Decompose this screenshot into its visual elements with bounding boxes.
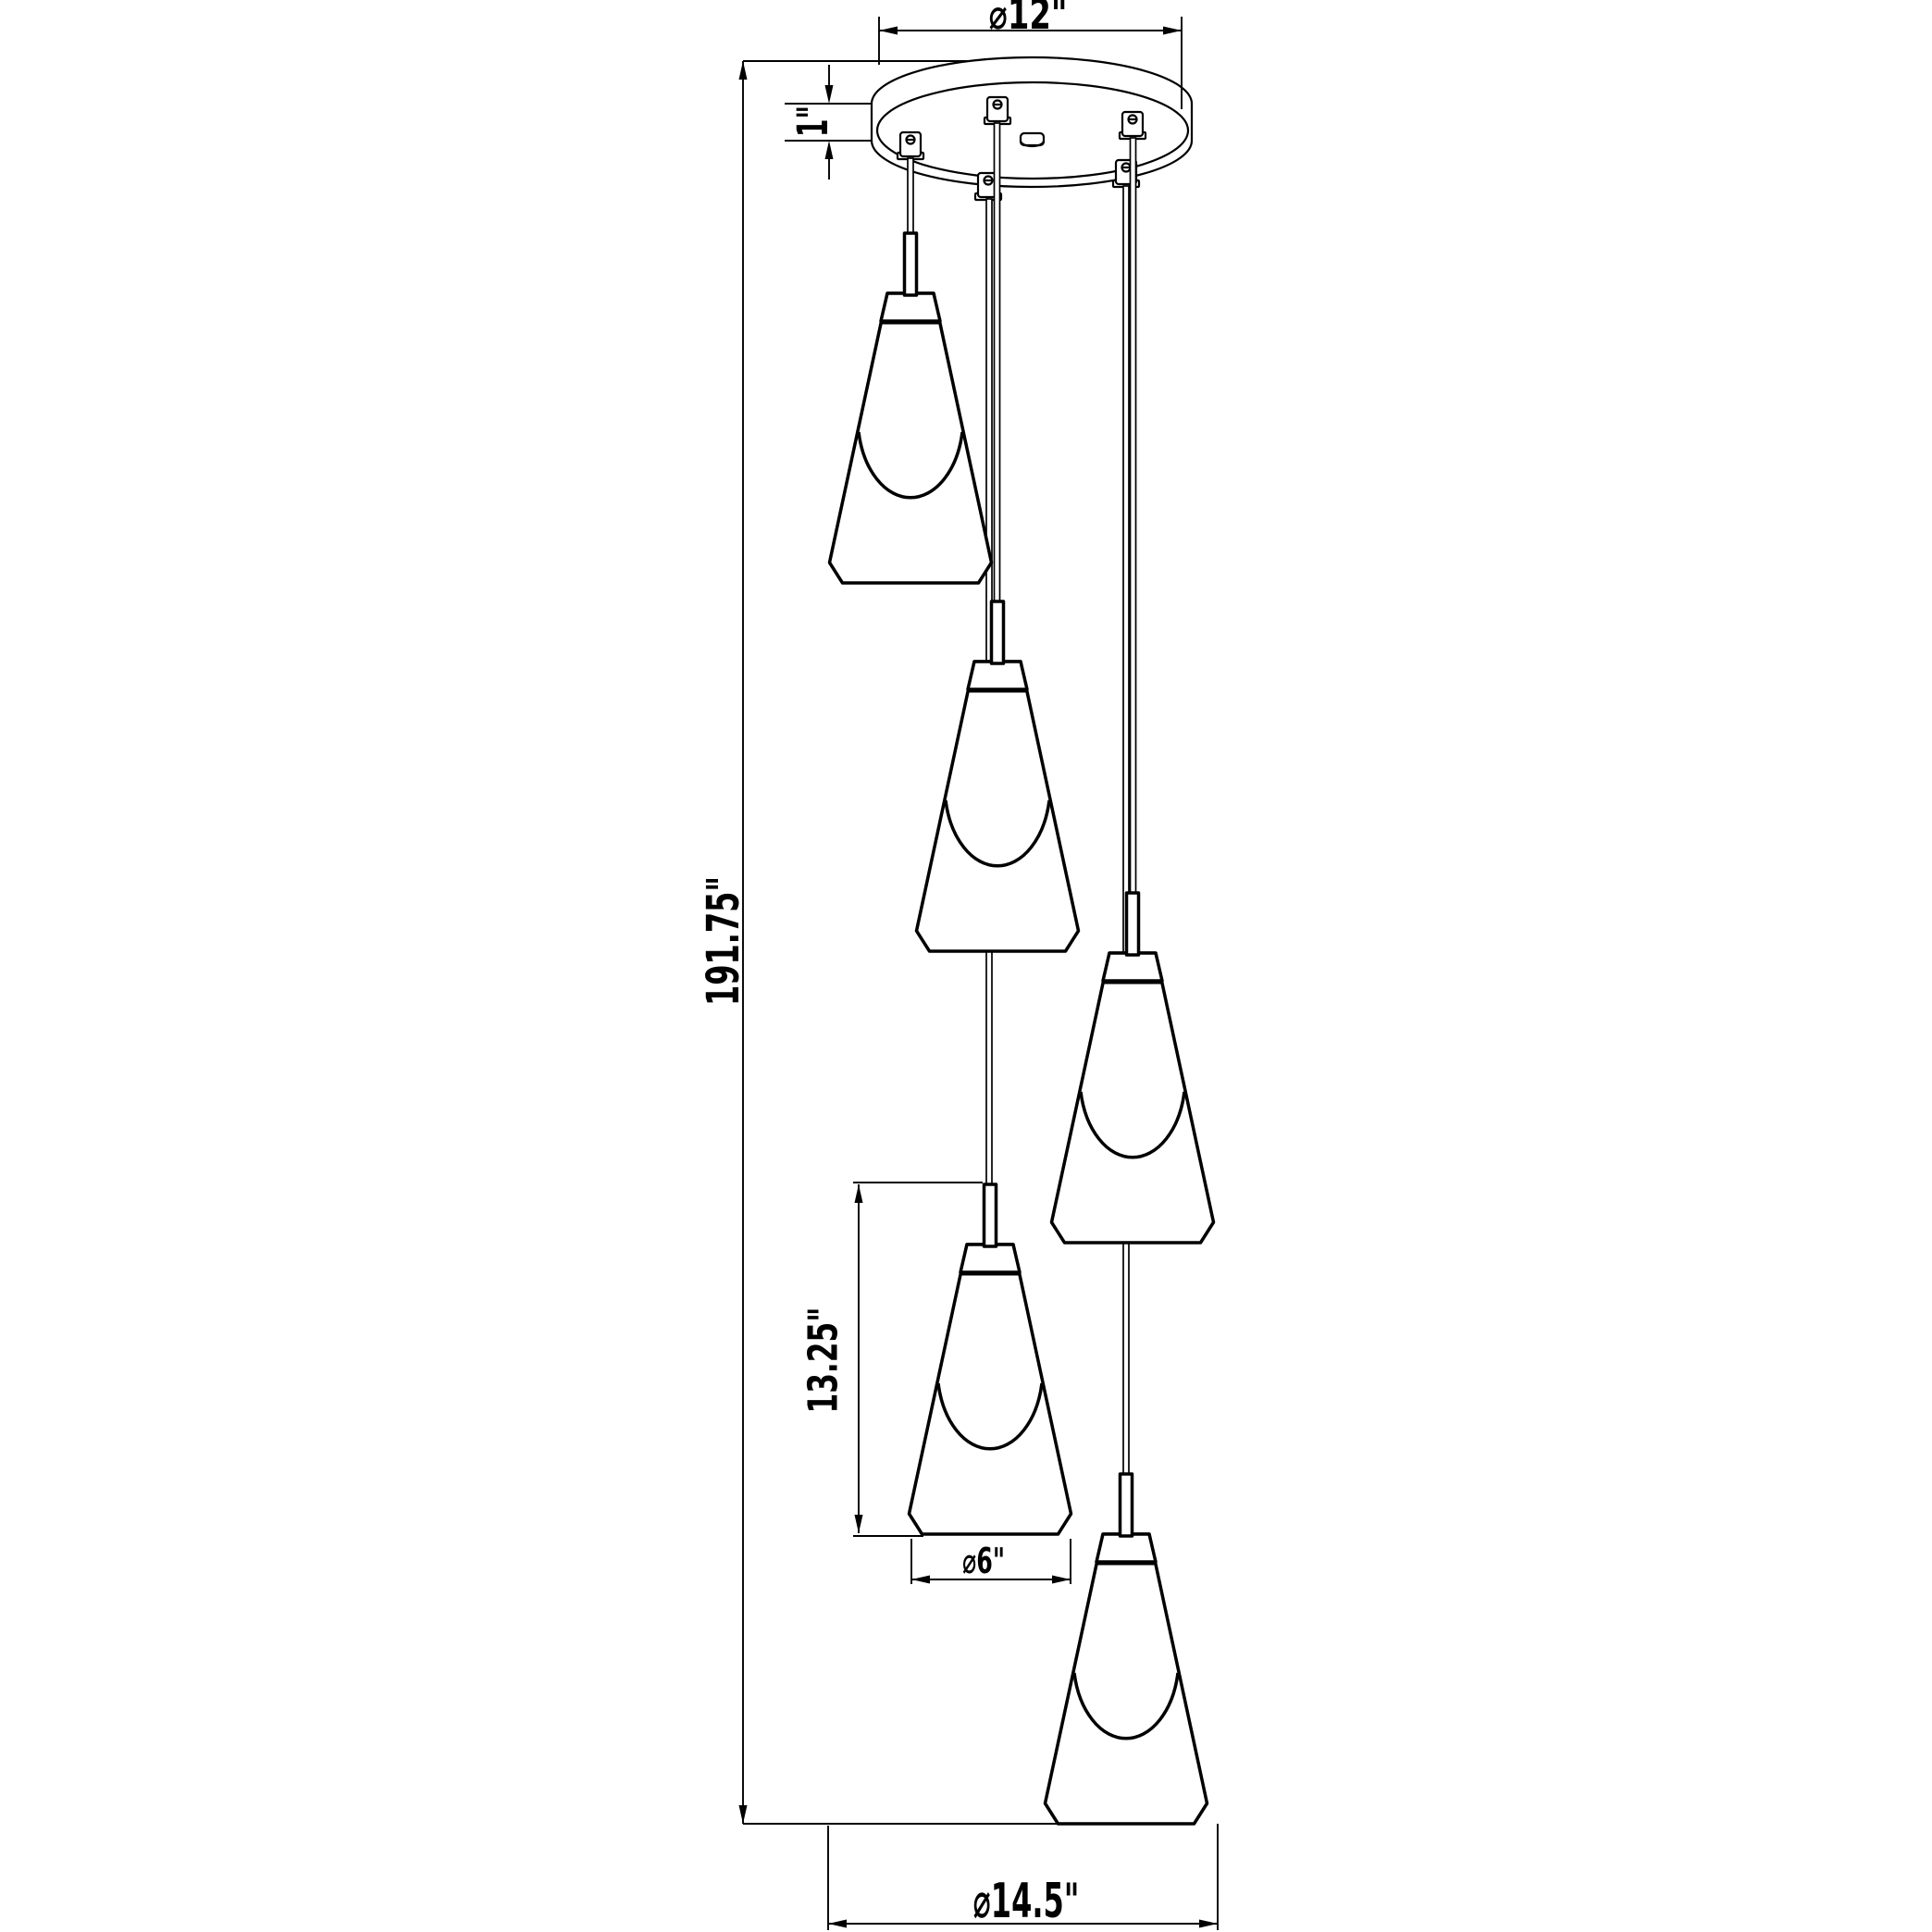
pendant-3 bbox=[1052, 893, 1214, 1243]
dimension-canopy-thickness: 1" bbox=[785, 65, 873, 180]
arrow-right-icon bbox=[1199, 1919, 1218, 1928]
overall-height-label: 191.75" bbox=[698, 876, 749, 1006]
canopy-outer-rim bbox=[870, 56, 1194, 189]
arrow-down-icon bbox=[824, 85, 834, 104]
canopy-diameter-label: ⌀12" bbox=[989, 0, 1068, 39]
arrow-up-icon bbox=[738, 61, 748, 80]
canopy-top-face bbox=[875, 80, 1190, 180]
cord-2 bbox=[993, 122, 1001, 606]
arrow-left-icon bbox=[879, 26, 898, 35]
arrow-left-icon bbox=[911, 1575, 930, 1584]
dimension-pendant-height: 13.25" bbox=[799, 1182, 983, 1537]
pendant-1 bbox=[830, 233, 992, 583]
arrow-up-icon bbox=[824, 141, 834, 159]
nipple-body bbox=[1019, 131, 1046, 147]
arrow-left-icon bbox=[828, 1919, 847, 1928]
pendant-5 bbox=[1046, 1474, 1208, 1824]
cord-5 bbox=[1122, 185, 1130, 1479]
nipple-bottom-arc bbox=[1019, 140, 1046, 148]
overall-spread-label: ⌀14.5" bbox=[973, 1874, 1080, 1929]
pendant-2 bbox=[917, 601, 1079, 951]
cord-grip-1 bbox=[896, 130, 925, 161]
dimension-overall-spread: ⌀14.5" bbox=[827, 1824, 1219, 1930]
dimension-overall-height: 191.75" bbox=[698, 60, 1059, 1825]
dimension-shade-diameter: ⌀6" bbox=[910, 1539, 1071, 1584]
canopy-thickness-label: 1" bbox=[788, 105, 837, 137]
canopy-center-nipple bbox=[1019, 131, 1046, 148]
cord-1 bbox=[907, 157, 914, 238]
cord-grip-3 bbox=[1118, 110, 1147, 141]
pendant-4 bbox=[910, 1184, 1071, 1534]
cord-grip-2 bbox=[983, 95, 1012, 126]
arrow-right-icon bbox=[1052, 1575, 1071, 1584]
pendant-height-label: 13.25" bbox=[799, 1307, 847, 1414]
arrow-down-icon bbox=[854, 1515, 863, 1533]
arrow-right-icon bbox=[1163, 26, 1182, 35]
shade-diameter-label: ⌀6" bbox=[962, 1541, 1005, 1581]
arrow-up-icon bbox=[854, 1184, 863, 1203]
dimension-canopy-diameter: ⌀12" bbox=[878, 0, 1183, 109]
ceiling-canopy bbox=[870, 56, 1194, 189]
arrow-down-icon bbox=[738, 1805, 748, 1824]
cord-3 bbox=[1129, 137, 1137, 898]
